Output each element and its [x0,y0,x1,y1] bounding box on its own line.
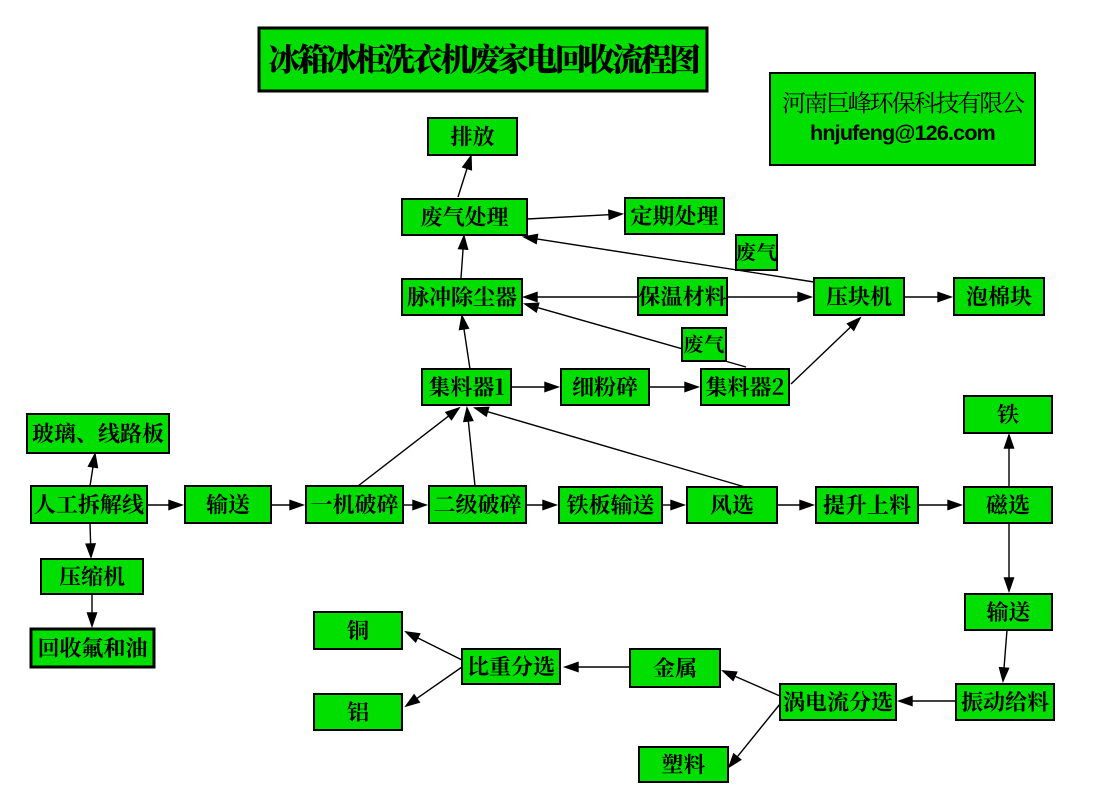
svg-text:hnjufeng@126.com: hnjufeng@126.com [810,121,995,145]
